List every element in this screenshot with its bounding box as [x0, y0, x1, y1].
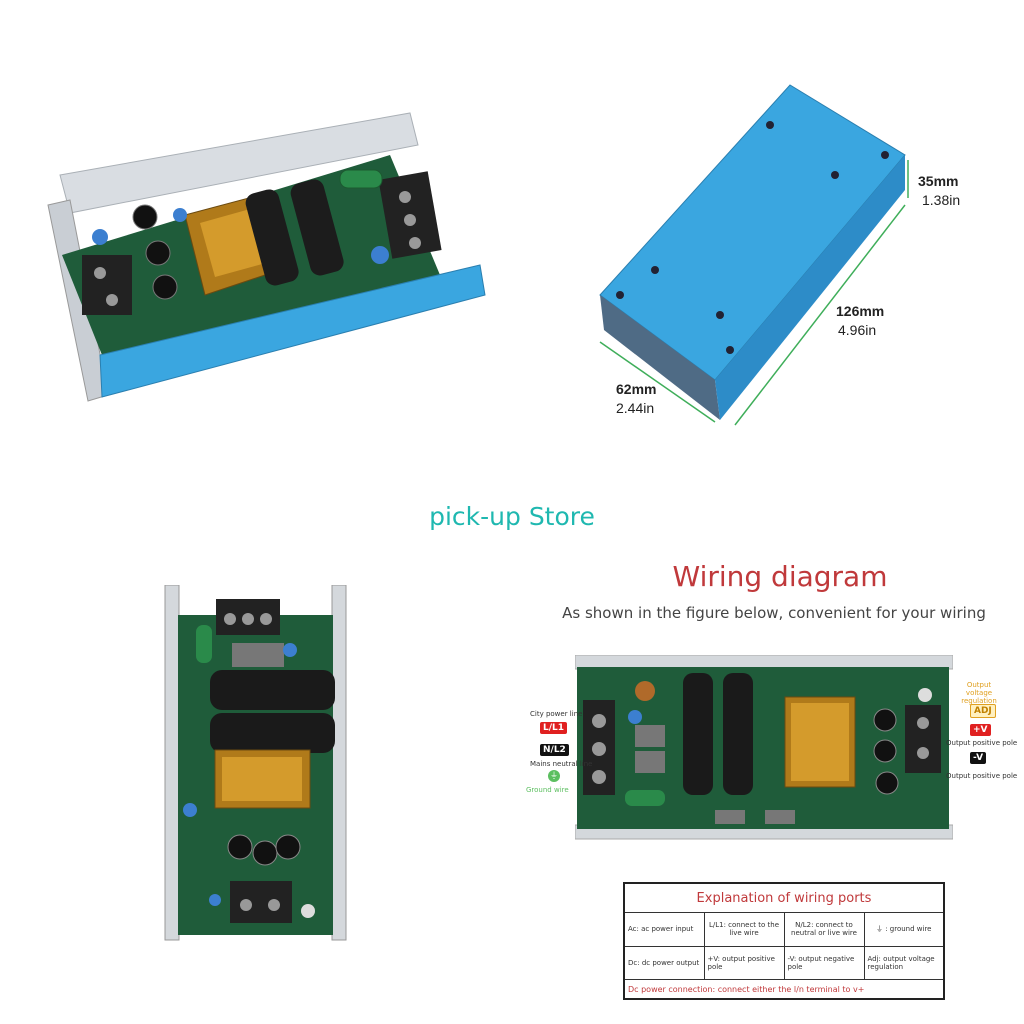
table-cell: Adj: output voltage regulation	[863, 945, 945, 980]
wiring-board-photo	[575, 655, 953, 840]
table-row: Dc: dc power output +V: output positive …	[623, 945, 945, 980]
psu-top-view-photo	[164, 585, 347, 941]
table-cell: Ac: ac power input	[623, 912, 705, 947]
ground-wire-label: Ground wire	[526, 786, 569, 794]
table-cell: ⏚ : ground wire	[863, 912, 945, 947]
store-name: pick-up Store	[429, 502, 595, 531]
ports-table-footer: Dc power connection: connect either the …	[623, 979, 945, 1000]
output-voltage-regulation-label: Output voltage regulation	[961, 681, 997, 705]
width-dimension: 62mm 2.44in	[616, 380, 656, 418]
wiring-diagram-subtitle: As shown in the figure below, convenient…	[562, 604, 986, 622]
table-row: Ac: ac power input L/L1: connect to the …	[623, 912, 945, 947]
n2-tag: N/L2	[540, 744, 569, 756]
minus-v-tag: -V	[970, 752, 987, 764]
height-dimension: 35mm 1.38in	[918, 172, 960, 210]
height-mm: 35mm	[918, 173, 959, 189]
output-positive-pole-2-label: Output positive pole	[946, 772, 1018, 780]
height-in: 1.38in	[922, 192, 961, 208]
mains-neutral-label: Mains neutral line	[530, 760, 593, 768]
length-in: 4.96in	[838, 322, 877, 338]
table-cell: -V: output negative pole	[783, 945, 865, 980]
adj-tag: ADJ	[970, 704, 996, 718]
width-mm: 62mm	[616, 381, 657, 397]
length-dimension: 126mm 4.96in	[836, 302, 884, 340]
table-cell: N/L2: connect to neutral or live wire	[783, 912, 865, 947]
psu-angled-photo	[47, 112, 486, 402]
length-mm: 126mm	[836, 303, 885, 319]
table-cell: +V: output positive pole	[703, 945, 785, 980]
width-in: 2.44in	[616, 400, 655, 416]
l1-tag: L/L1	[540, 722, 568, 734]
city-power-line-label: City power line	[530, 710, 583, 718]
wiring-diagram-title: Wiring diagram	[672, 560, 888, 593]
plus-v-tag: +V	[970, 724, 991, 736]
table-cell: L/L1: connect to the live wire	[703, 912, 785, 947]
ports-table-title: Explanation of wiring ports	[623, 882, 945, 913]
ground-icon: ⏚	[548, 770, 560, 782]
output-positive-pole-1-label: Output positive pole	[946, 739, 1018, 747]
wiring-ports-table: Explanation of wiring ports Ac: ac power…	[623, 882, 945, 1000]
table-cell: Dc: dc power output	[623, 945, 705, 980]
psu-chassis-dimension-drawing	[599, 84, 909, 426]
